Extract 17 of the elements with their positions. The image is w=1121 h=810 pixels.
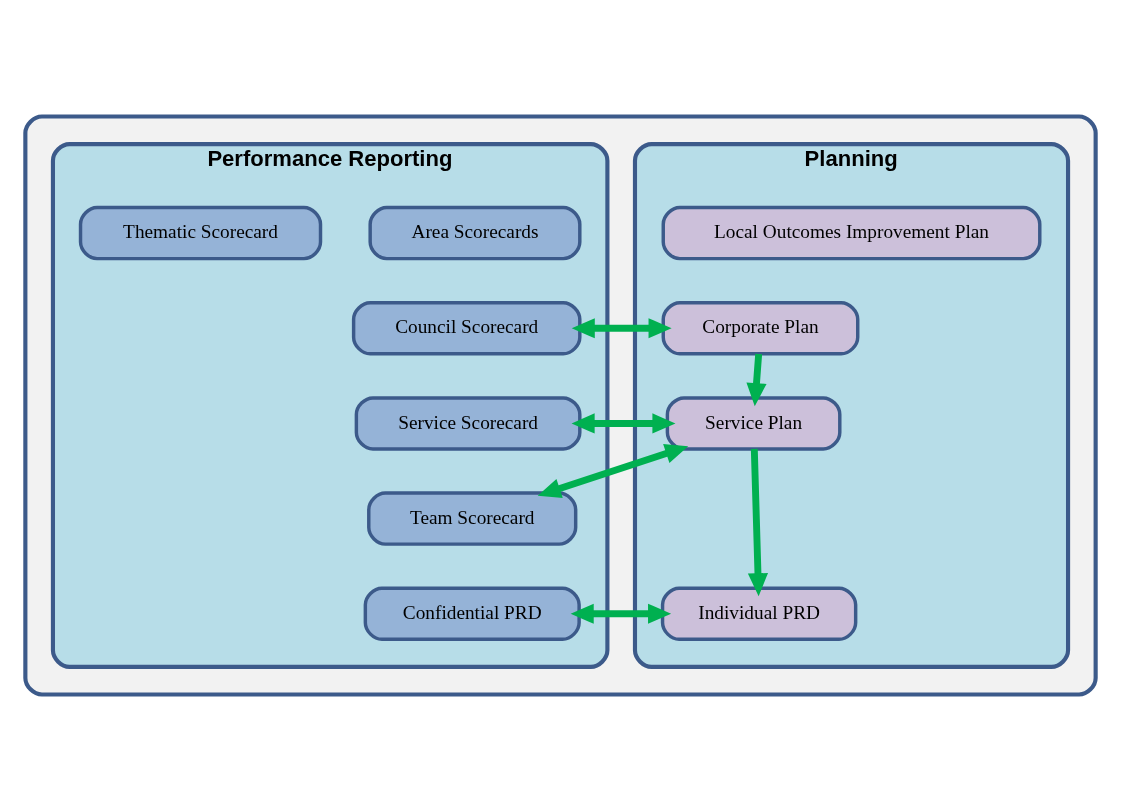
node-box: Service Scorecard [354,395,582,451]
node-box: Local Outcomes Improvement Plan [661,205,1042,260]
node-box: Area Scorecards [368,205,582,260]
node-box: Team Scorecard [367,490,578,546]
node-box: Service Plan [665,395,842,451]
arrow [571,412,676,434]
cluster [23,114,1098,697]
node-box: Individual PRD [660,586,858,641]
node-box: Corporate Plan [661,300,860,355]
arrow [570,603,672,624]
node-box: Thematic Scorecard [78,205,323,260]
node-box: Confidential PRD [363,586,581,641]
arrow [746,353,767,406]
arrow [537,443,689,498]
node-box: Council Scorecard [351,300,582,355]
arrow [571,317,672,338]
arrow [747,448,769,596]
